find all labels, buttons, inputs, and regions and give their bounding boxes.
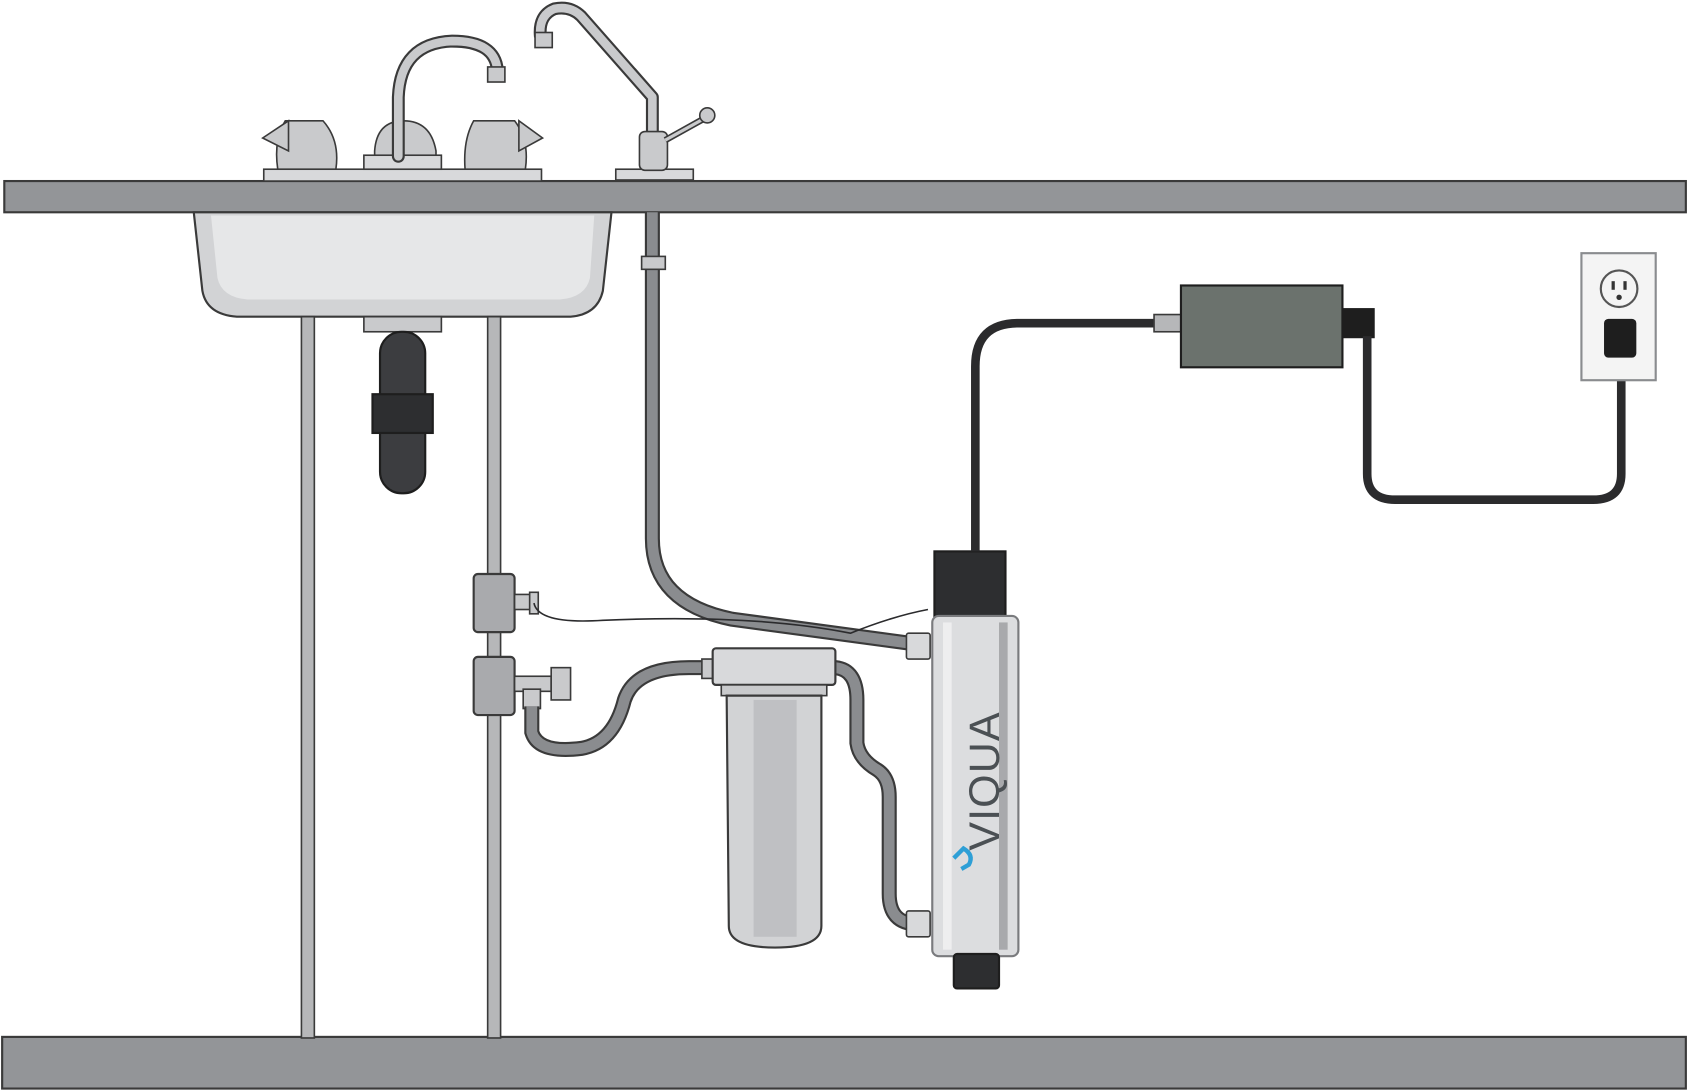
ballast-plug xyxy=(1342,308,1375,339)
filter-to-uv-hose xyxy=(833,660,918,932)
sediment-filter-housing xyxy=(701,647,837,949)
power-supply-ballast xyxy=(1179,284,1344,369)
viqua-logo-mark xyxy=(952,845,973,871)
drain-pipe xyxy=(371,330,434,495)
hose-ferrule xyxy=(640,255,667,271)
power-cord xyxy=(1362,336,1626,505)
cable-connector xyxy=(1153,313,1183,333)
wall-outlet xyxy=(1580,252,1657,382)
sensor-wire xyxy=(533,602,929,635)
faucet-supply-hose xyxy=(644,212,917,652)
countertop xyxy=(3,179,1687,214)
power-cable xyxy=(971,318,1161,552)
cabinet-floor xyxy=(1,1035,1687,1090)
sink xyxy=(192,211,613,333)
power-plug xyxy=(1604,318,1637,358)
hot-supply-pipe xyxy=(300,315,316,1039)
viqua-logo: VIQUA xyxy=(961,711,1009,850)
shutoff-valve-lower[interactable] xyxy=(472,655,572,717)
svg-text:VIQUA: VIQUA xyxy=(961,711,1009,850)
uv-chamber: VIQUA xyxy=(905,550,1020,990)
kitchen-faucet xyxy=(261,34,545,182)
shutoff-valve-upper[interactable] xyxy=(472,572,540,634)
dedicated-faucet xyxy=(533,1,716,181)
